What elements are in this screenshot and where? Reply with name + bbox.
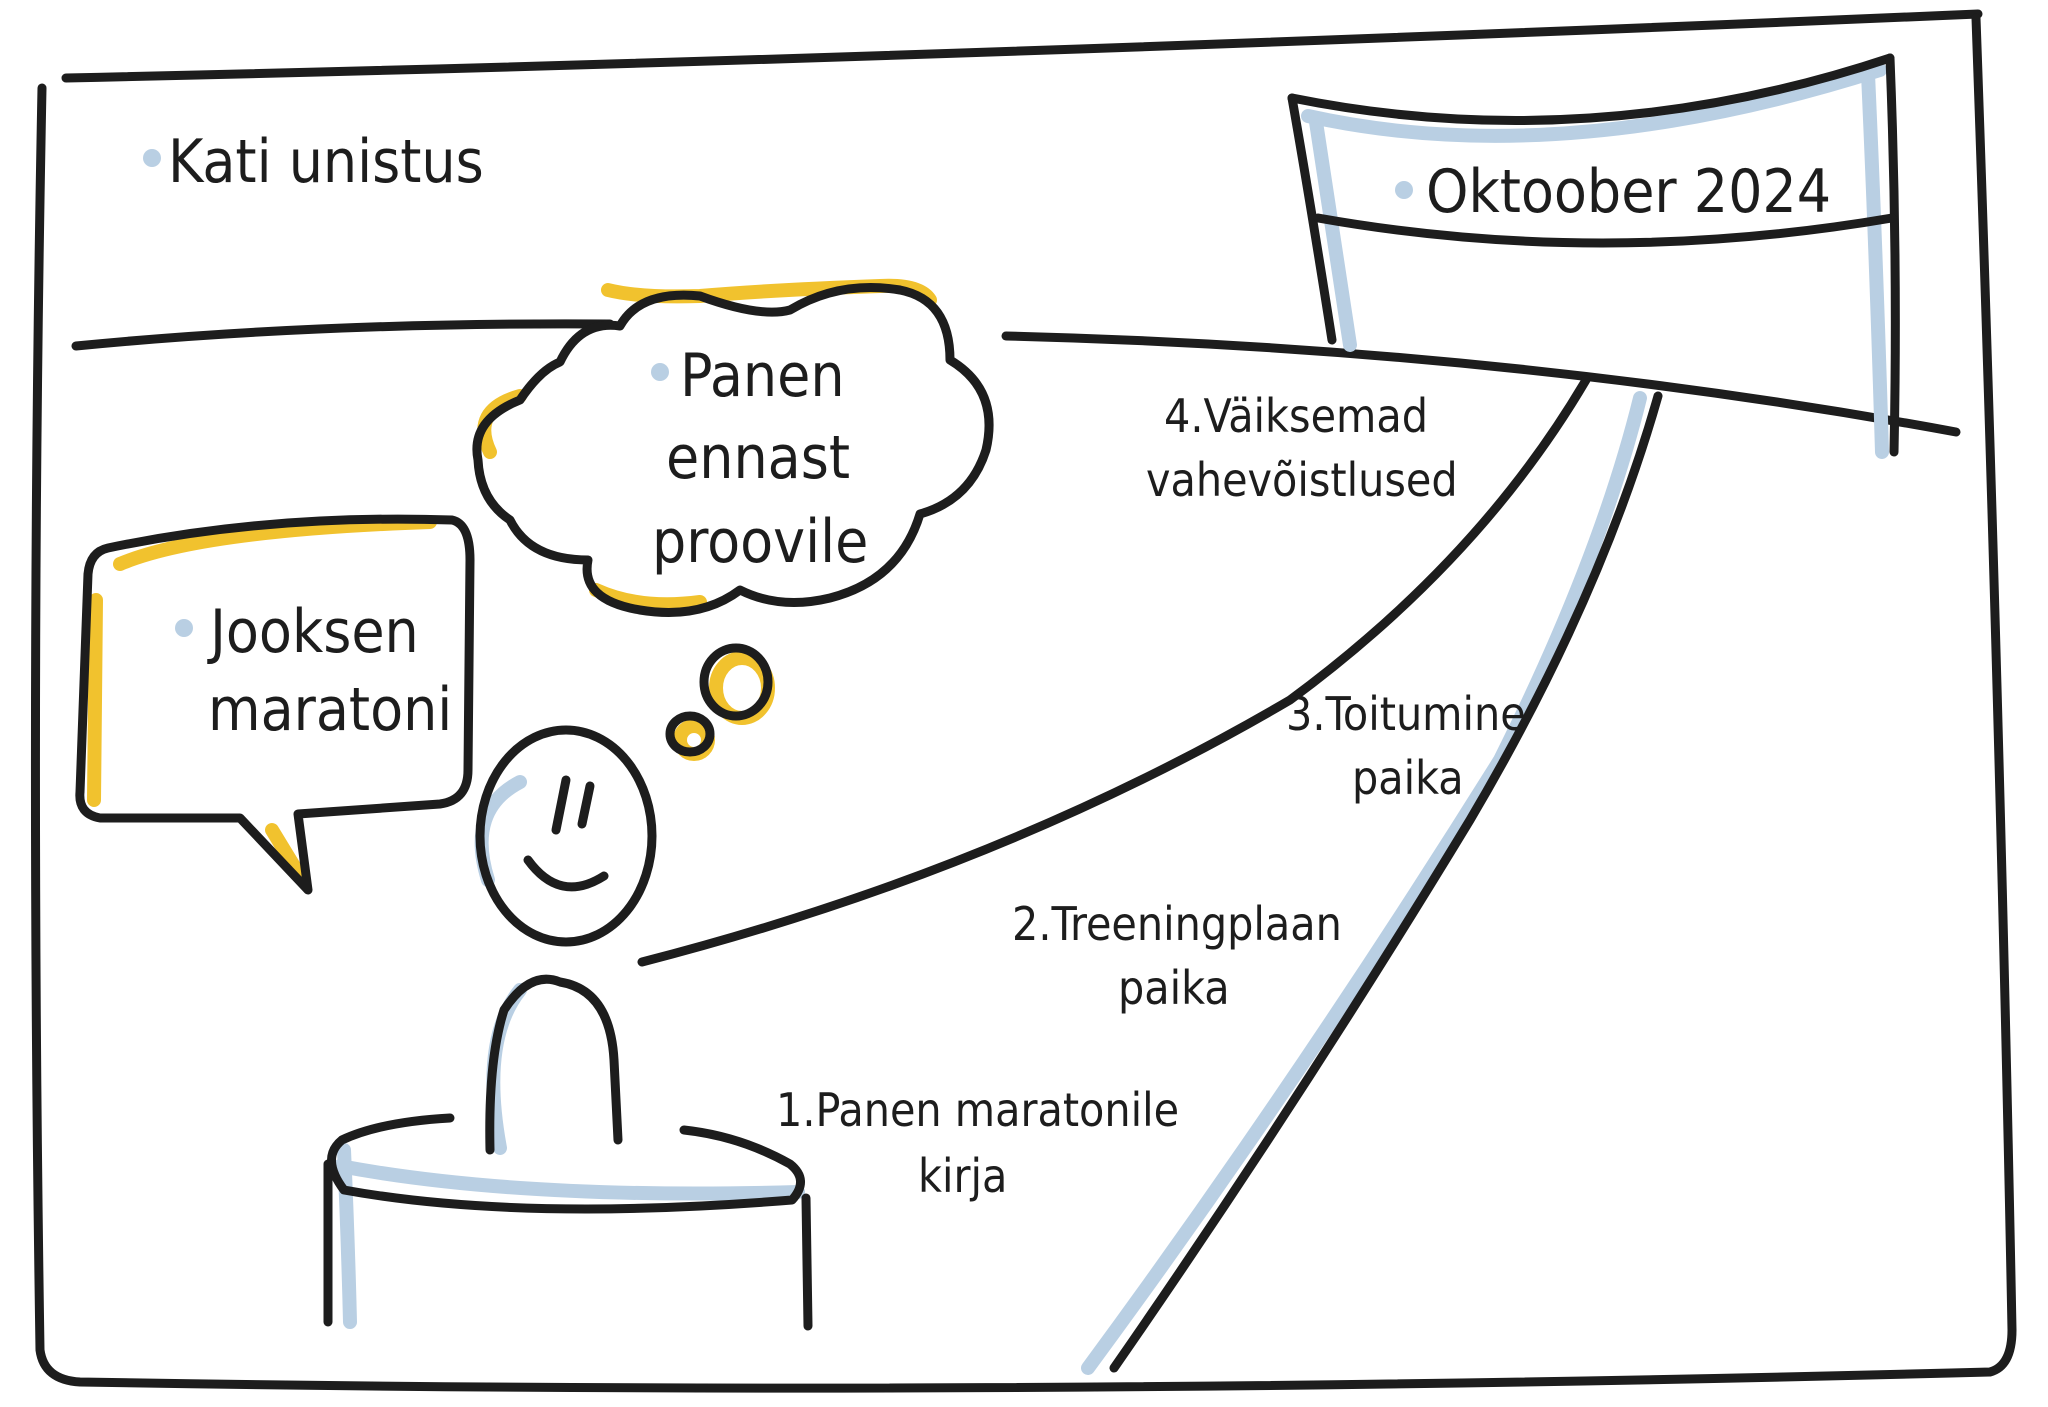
bullet-dot: [1395, 181, 1413, 199]
bullet-dot: [175, 619, 193, 637]
title-text: Kati unistus: [168, 127, 484, 197]
thought-bubble: [472, 278, 994, 761]
thought-line-2: ennast: [666, 423, 850, 493]
step-4-line-2: vahevõistlused: [1146, 453, 1458, 507]
bullet-dot: [651, 363, 669, 381]
thought-line-1: Panen: [680, 341, 845, 411]
step-4-line-1: 4.Väiksemad: [1164, 389, 1428, 443]
person-figure: [323, 725, 813, 1331]
step-4: 4.Väiksemad vahevõistlused: [1146, 389, 1458, 507]
frame: [30, 9, 2017, 1393]
step-2: 2.Treeningplaan paika: [1012, 897, 1342, 1015]
finish-banner-text: Oktoober 2024: [1426, 157, 1831, 227]
road: [637, 375, 1663, 1375]
thought-bubble-text-group: Panen ennast proovile: [651, 341, 868, 577]
step-1: 1.Panen maratonile kirja: [776, 1083, 1179, 1203]
speech-bubble: [75, 514, 475, 895]
step-2-line-1: 2.Treeningplaan: [1012, 897, 1342, 951]
speech-line-2: maratoni: [208, 675, 452, 745]
speech-line-1: Jooksen: [207, 597, 419, 667]
step-3: 3.Toitumine paika: [1286, 687, 1526, 805]
title-group: Kati unistus: [143, 127, 484, 197]
step-1-line-2: kirja: [918, 1149, 1007, 1203]
bullet-dot: [143, 149, 161, 167]
horizon-line: [71, 319, 1961, 437]
step-1-line-1: 1.Panen maratonile: [776, 1083, 1179, 1137]
thought-line-3: proovile: [652, 507, 868, 577]
finish-banner-text-group: Oktoober 2024: [1395, 157, 1831, 227]
step-3-line-2: paika: [1352, 751, 1464, 805]
finish-banner: [1287, 53, 1900, 459]
step-2-line-2: paika: [1118, 961, 1230, 1015]
step-3-line-1: 3.Toitumine: [1286, 687, 1526, 741]
speech-bubble-text-group: Jooksen maratoni: [175, 597, 452, 745]
